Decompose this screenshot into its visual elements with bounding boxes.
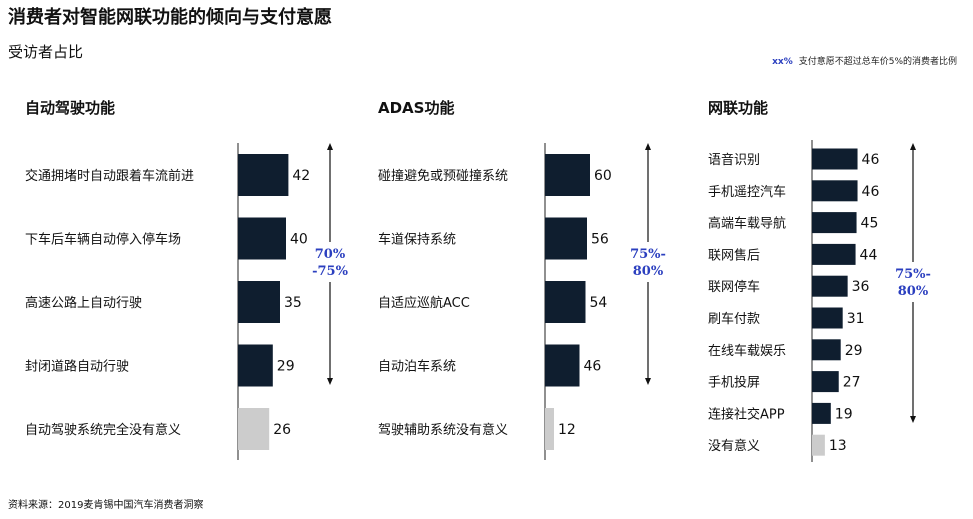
legend-text: 支付意愿不超过总车价5%的消费者比例 [798,57,957,67]
bar [238,281,280,323]
value-label: 46 [584,359,602,375]
bracket-arrow-up [910,143,916,150]
page-title: 消费者对智能网联功能的倾向与支付意愿 [8,7,332,28]
value-label: 35 [284,295,302,311]
legend: xx% 支付意愿不超过总车价5%的消费者比例 [772,54,957,67]
category-label: 封闭道路自动行驶 [25,359,129,375]
page-subtitle: 受访者占比 [8,43,84,61]
bar [812,212,857,234]
source-note: 资料来源：2019麦肯锡中国汽车消费者洞察 [8,500,204,511]
bar [545,154,590,196]
bracket-arrow-down [327,378,333,385]
bracket-arrow-up [645,143,651,150]
bar [812,148,858,170]
category-label: 高端车载导航 [708,216,786,232]
value-label: 46 [862,184,880,200]
category-label: 自适应巡航ACC [378,295,470,311]
bar [238,217,286,260]
bracket-label: 80% [633,264,664,279]
category-label: 自动驾驶系统完全没有意义 [25,422,181,438]
bar [545,344,580,387]
value-label: 26 [273,422,291,438]
bar [545,217,587,260]
bracket-label-bg [310,242,350,282]
value-label: 60 [594,168,612,184]
panel-title: 网联功能 [708,99,768,117]
category-label: 联网售后 [708,247,760,263]
legend-key: xx% [772,57,793,67]
bar [812,275,848,297]
category-label: 手机遥控汽车 [708,184,786,200]
category-label: 刷车付款 [708,311,760,327]
category-label: 手机投屏 [708,375,760,391]
value-label: 46 [862,152,880,168]
category-label: 自动泊车系统 [378,359,456,375]
value-label: 19 [835,406,853,422]
category-label: 在线车载娱乐 [708,343,786,359]
category-label: 碰撞避免或预碰撞系统 [378,169,508,184]
bracket-label: -75% [312,264,348,279]
category-label: 没有意义 [708,438,760,454]
bar [812,180,858,202]
category-label: 驾驶辅助系统没有意义 [378,422,508,438]
bracket-label-bg [893,262,933,302]
bracket-label-bg [628,242,668,282]
value-label: 13 [829,438,847,454]
bar [812,371,839,393]
value-label: 40 [290,232,308,248]
category-label: 语音识别 [708,152,760,168]
bracket-arrow-down [645,378,651,385]
value-label: 36 [852,279,870,295]
value-label: 44 [860,247,878,263]
value-label: 56 [591,232,609,248]
value-label: 31 [847,311,865,327]
category-label: 交通拥堵时自动跟着车流前进 [25,168,194,184]
bracket-label: 75%- [630,247,666,262]
bar [238,408,270,450]
category-label: 联网停车 [708,279,760,295]
bar [545,408,554,450]
bar [812,339,841,361]
panel-title: 自动驾驶功能 [25,99,115,117]
category-label: 下车后车辆自动停入停车场 [25,232,181,248]
bar [238,344,273,387]
value-label: 27 [843,375,861,391]
bar [812,243,856,265]
bar [545,281,586,323]
value-label: 42 [292,168,310,184]
bar [812,434,825,456]
bar [812,307,843,329]
bracket-arrow-down [910,416,916,423]
category-label: 连接社交APP [708,406,785,422]
bracket-label: 70% [315,247,346,262]
bar [238,154,289,196]
value-label: 12 [558,422,576,438]
bracket-arrow-up [327,143,333,150]
value-label: 45 [861,216,879,232]
panel-title: ADAS功能 [378,99,454,117]
value-label: 29 [277,359,295,375]
value-label: 29 [845,343,863,359]
bar [812,402,831,424]
category-label: 车道保持系统 [378,232,456,248]
bracket-label: 75%- [895,267,931,282]
bracket-label: 80% [898,284,929,299]
category-label: 高速公路上自动行驶 [25,295,142,311]
value-label: 54 [590,295,608,311]
